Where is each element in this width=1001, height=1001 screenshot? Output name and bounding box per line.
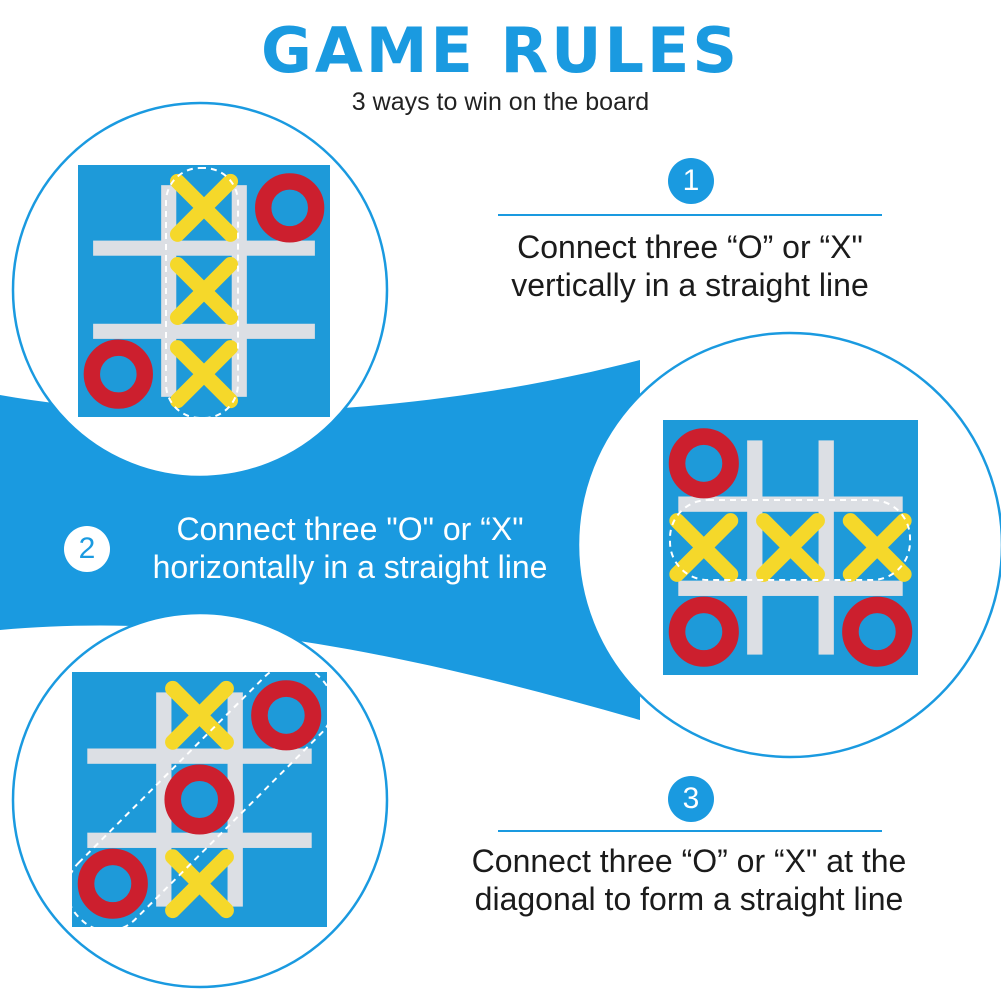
o-piece xyxy=(255,173,325,243)
x-piece xyxy=(842,513,912,582)
rule-1-number-badge: 1 xyxy=(668,158,714,204)
o-piece xyxy=(77,848,148,919)
grid-line-horizontal xyxy=(678,580,903,596)
x-piece xyxy=(669,513,739,582)
rule-1-text: Connect three “O” or “X" vertically in a… xyxy=(470,228,910,304)
grid-line-vertical xyxy=(161,185,177,397)
rule-2-number-badge: 2 xyxy=(64,526,110,572)
rule-2-text: Connect three "O" or “X" horizontally in… xyxy=(130,510,570,586)
x-piece xyxy=(756,513,825,582)
rule-1-divider xyxy=(498,214,882,216)
rule-2-line-2: horizontally in a straight line xyxy=(152,549,548,585)
x-piece xyxy=(169,256,239,326)
rule-3-text: Connect three “O” or “X" at the diagonal… xyxy=(444,842,934,918)
page-title: GAME RULES xyxy=(260,14,741,87)
board-diagonal-win xyxy=(72,672,327,927)
x-piece xyxy=(169,340,239,409)
grid-line-horizontal xyxy=(87,748,312,764)
board-horizontal-win xyxy=(663,420,918,675)
win-highlight-vertical xyxy=(165,167,239,419)
rule-3-line-2: diagonal to form a straight line xyxy=(474,881,904,917)
rule-3-divider xyxy=(498,830,882,832)
o-piece xyxy=(668,596,739,667)
grid-line-horizontal xyxy=(678,496,903,512)
grid-line-vertical xyxy=(747,440,763,655)
x-piece xyxy=(165,849,234,919)
o-piece xyxy=(842,596,913,667)
o-piece xyxy=(83,339,153,409)
grid-line-horizontal xyxy=(93,240,315,256)
rule-1-line-2: vertically in a straight line xyxy=(511,267,869,303)
o-piece xyxy=(164,764,235,835)
rule-2-line-1: Connect three "O" or “X" xyxy=(176,511,524,547)
rule-3-number-badge: 3 xyxy=(668,776,714,822)
x-piece xyxy=(169,173,239,242)
grid-line-horizontal xyxy=(87,832,312,848)
grid-line-horizontal xyxy=(93,323,315,339)
grid-line-vertical xyxy=(818,440,834,655)
x-piece xyxy=(165,680,234,750)
page-subtitle: 3 ways to win on the board xyxy=(351,88,650,116)
grid-line-vertical xyxy=(231,185,247,397)
o-piece xyxy=(668,428,739,499)
board-vertical-win xyxy=(78,165,330,417)
win-highlight-horizontal xyxy=(669,499,911,581)
rule-1-line-1: Connect three “O” or “X" xyxy=(517,229,863,265)
o-piece xyxy=(251,680,322,751)
rule-3-line-1: Connect three “O” or “X" at the xyxy=(471,843,907,879)
win-highlight-diagonal xyxy=(66,664,334,932)
